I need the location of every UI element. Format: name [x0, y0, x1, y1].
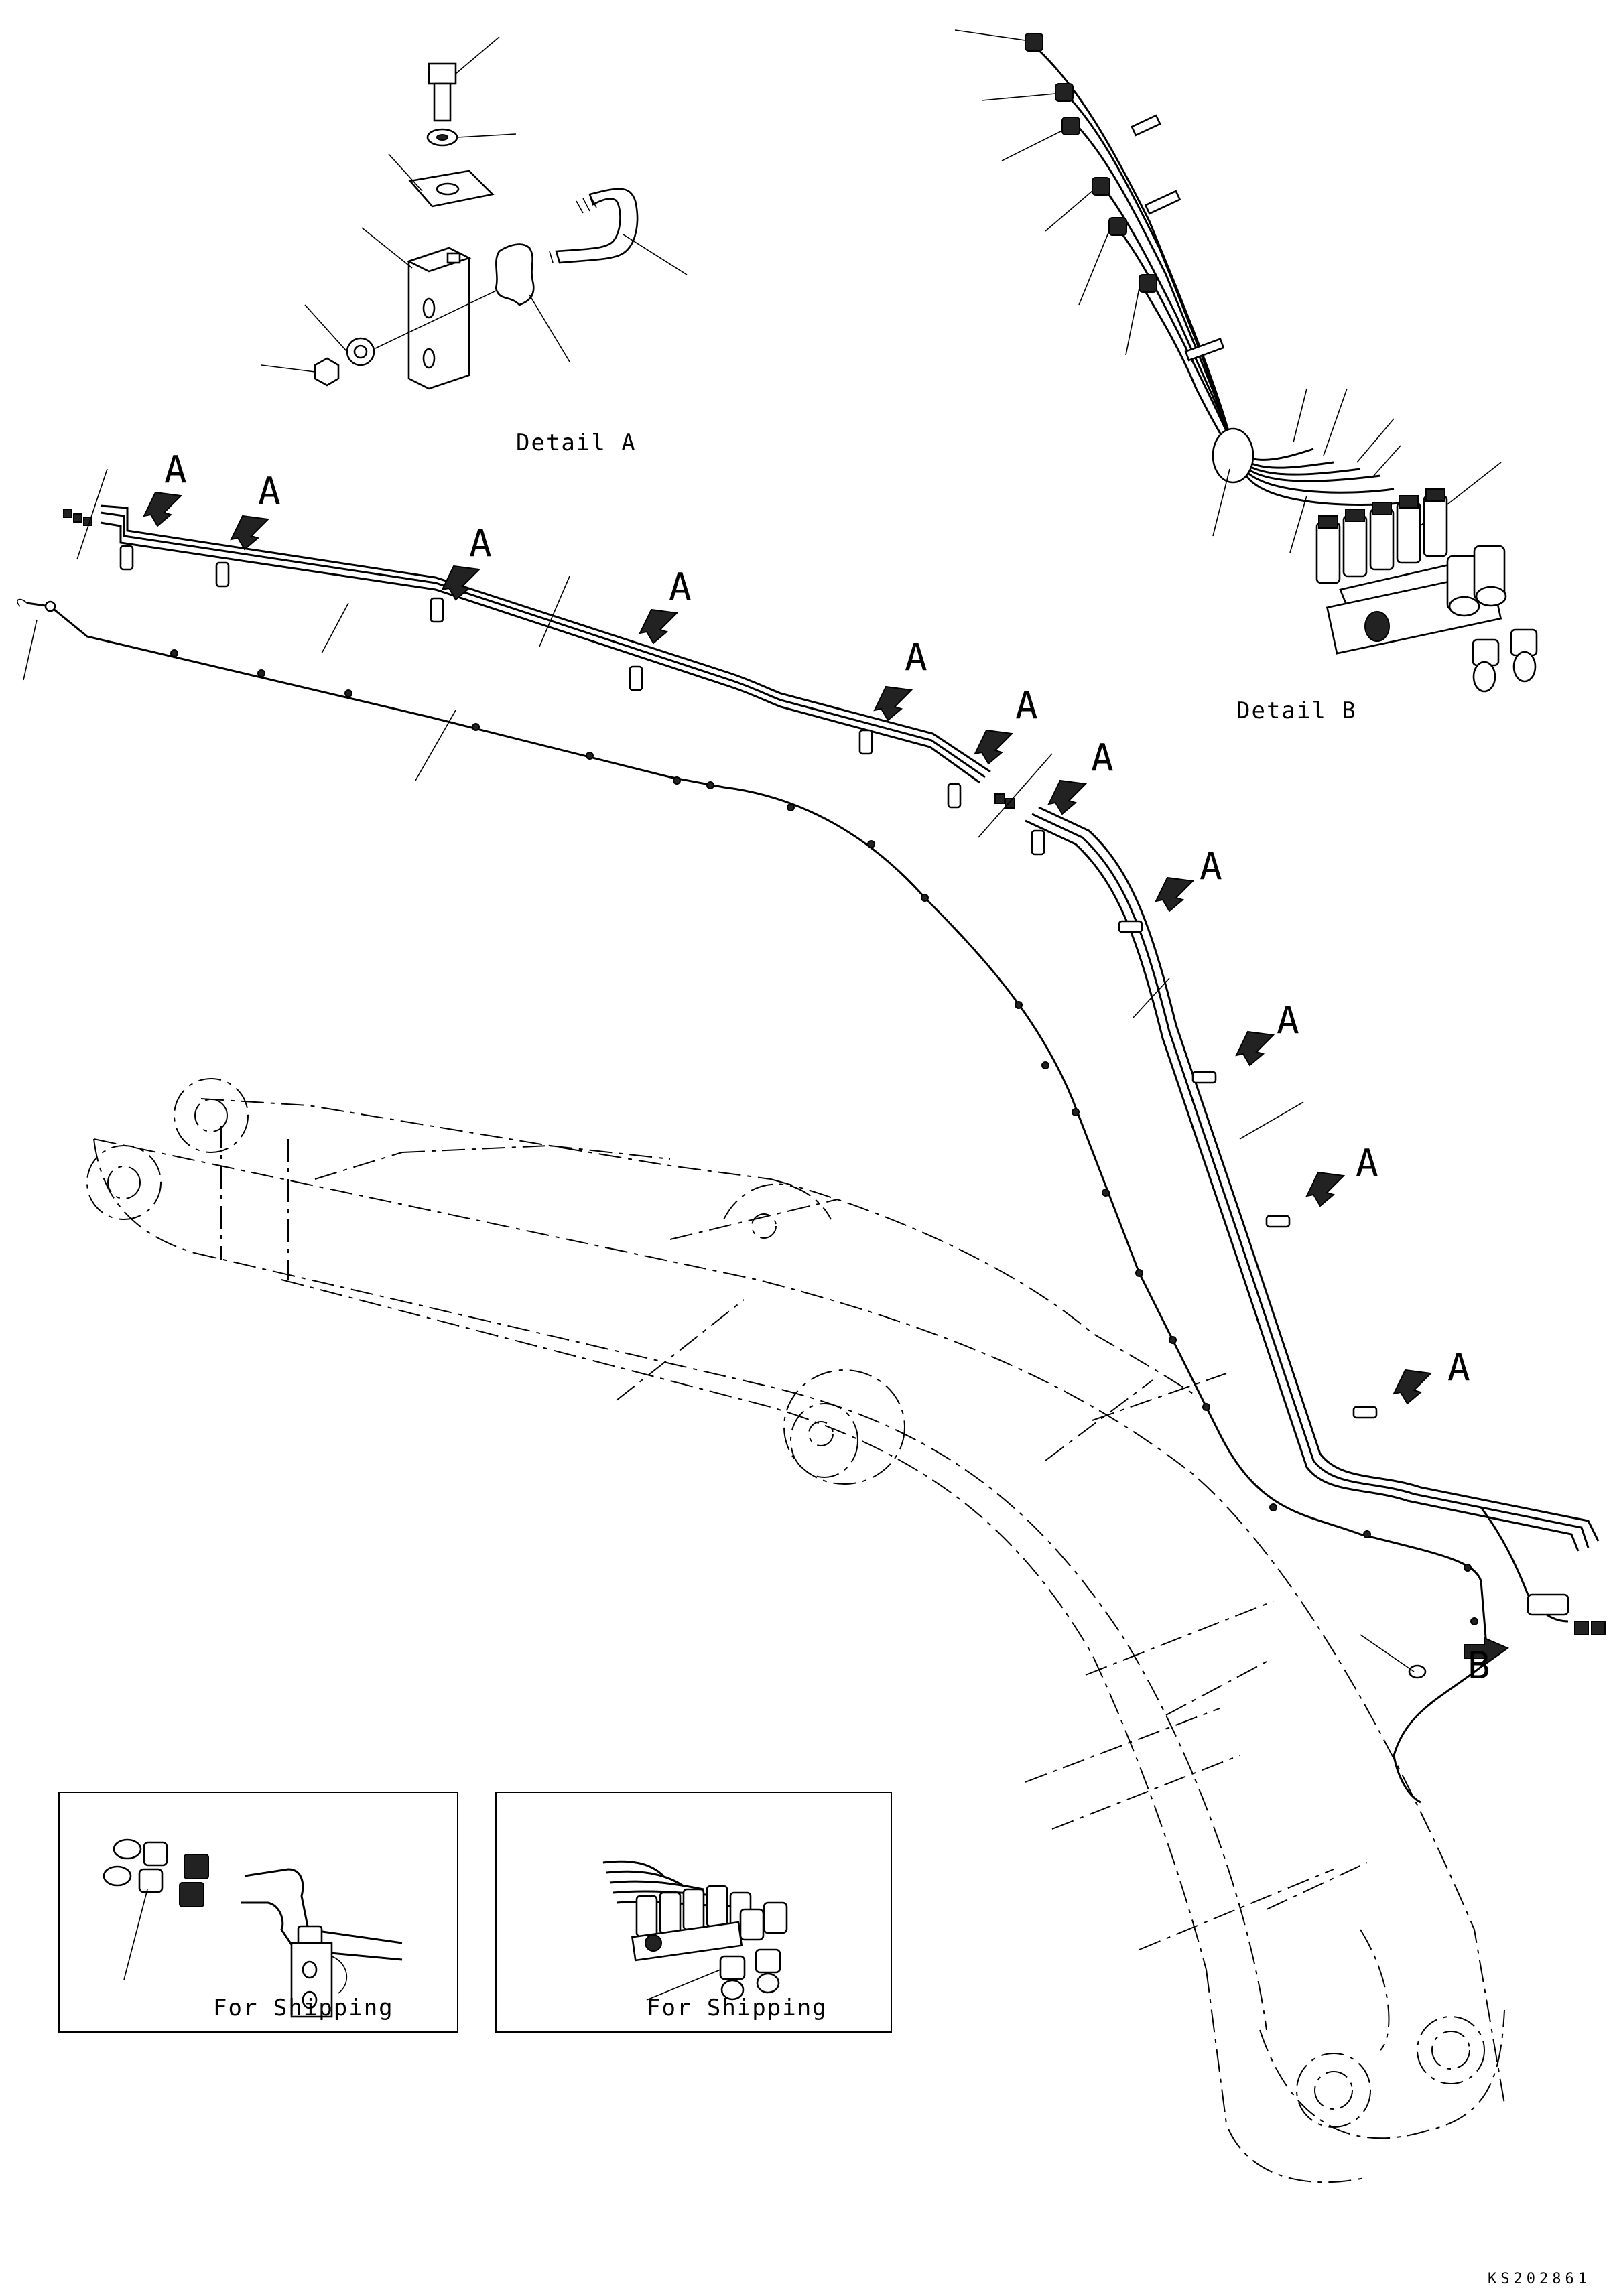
callout-a: A [1200, 845, 1222, 888]
callout-a: A [1015, 684, 1038, 728]
shipping-box-left [58, 1792, 458, 2033]
lower-pipe-line [17, 598, 1606, 1804]
shipping-box-right [495, 1792, 892, 2033]
shipping-left-caption: For Shipping [213, 1995, 394, 2021]
callout-a: A [1447, 1346, 1470, 1390]
drawing-code: KS202861 [1488, 2271, 1591, 2287]
callout-letters: A A A A A A A A A A A B [164, 448, 1490, 1688]
upper-pipe-lines [100, 504, 1600, 1552]
callout-b: B [1468, 1644, 1490, 1688]
shipping-right-caption: For Shipping [647, 1995, 828, 2021]
detail-b-illustration [954, 29, 1538, 693]
boom-outline [86, 1078, 1505, 2183]
callout-arrows [143, 491, 1510, 1666]
callout-a: A [1091, 736, 1114, 780]
callout-a: A [258, 470, 281, 513]
detail-a-caption: Detail A [516, 429, 637, 456]
callout-a: A [905, 636, 927, 679]
callout-a: A [469, 522, 492, 565]
detail-a-illustration [261, 36, 688, 390]
callout-a: A [669, 565, 692, 609]
leader-lines [23, 468, 1415, 1672]
detail-b-caption: Detail B [1236, 697, 1357, 724]
callout-a: A [164, 448, 187, 492]
pipe-clamps [63, 509, 1378, 1419]
callout-a: A [1356, 1142, 1378, 1185]
callout-a: A [1277, 999, 1299, 1042]
